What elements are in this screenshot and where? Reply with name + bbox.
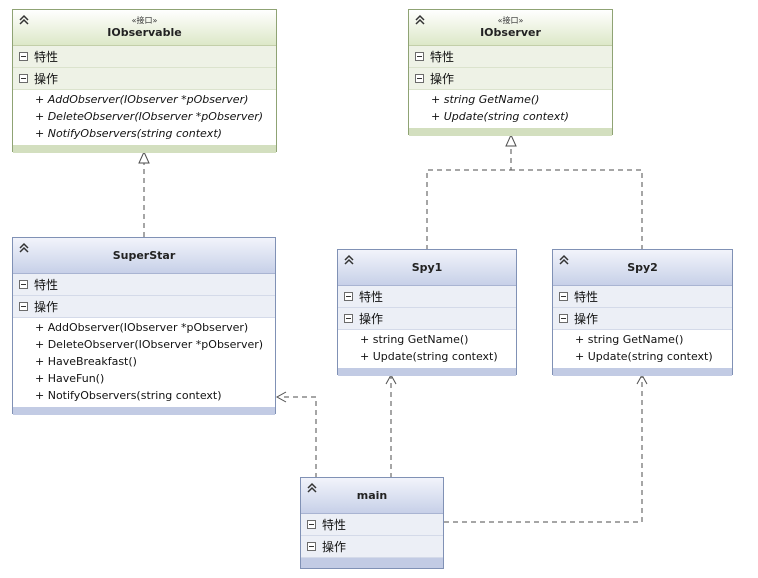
class-name: SuperStar bbox=[112, 248, 176, 262]
class-footer bbox=[553, 368, 732, 376]
operations-section[interactable]: 操作 bbox=[13, 68, 276, 90]
operation-item[interactable]: + HaveFun() bbox=[35, 372, 105, 385]
section-label: 操作 bbox=[359, 312, 384, 326]
section-label: 特性 bbox=[359, 290, 384, 304]
minus-box-icon[interactable] bbox=[344, 292, 353, 301]
dependency-arrowhead-superstar bbox=[275, 391, 287, 403]
minus-box-icon[interactable] bbox=[559, 292, 568, 301]
class-header: «接口» IObserver bbox=[409, 10, 612, 46]
operation-item[interactable]: + Update(string context) bbox=[431, 110, 569, 123]
class-header: SuperStar bbox=[13, 238, 275, 274]
operation-item[interactable]: + NotifyObservers(string context) bbox=[35, 127, 222, 140]
class-name: IObservable bbox=[107, 25, 182, 39]
operations-section[interactable]: 操作 bbox=[13, 296, 275, 318]
operation-item[interactable]: + string GetName() bbox=[431, 93, 540, 106]
minus-box-icon[interactable] bbox=[307, 520, 316, 529]
class-name: Spy2 bbox=[627, 260, 658, 274]
class-footer bbox=[338, 368, 516, 376]
class-name: IObserver bbox=[480, 25, 541, 39]
operations-section[interactable]: 操作 bbox=[338, 308, 516, 330]
operation-item[interactable]: + Update(string context) bbox=[360, 350, 498, 363]
minus-box-icon[interactable] bbox=[307, 542, 316, 551]
dependency-main-superstar bbox=[280, 396, 317, 478]
minus-box-icon[interactable] bbox=[19, 302, 28, 311]
double-chevron-up-icon[interactable] bbox=[414, 14, 426, 26]
double-chevron-up-icon[interactable] bbox=[18, 14, 30, 26]
realization-spy1-iobserver bbox=[426, 146, 512, 250]
section-label: 操作 bbox=[322, 540, 347, 554]
section-label: 特性 bbox=[34, 50, 59, 64]
class-spy1[interactable]: Spy1 特性 操作 + string GetName() + Update(s… bbox=[337, 249, 517, 376]
class-superstar[interactable]: SuperStar 特性 操作 + AddObserver(IObserver … bbox=[12, 237, 276, 415]
realization-spy2-iobserver bbox=[511, 169, 643, 250]
realization-arrowhead-iobservable bbox=[138, 150, 150, 164]
minus-box-icon[interactable] bbox=[415, 74, 424, 83]
class-footer bbox=[13, 407, 275, 415]
operation-item[interactable]: + Update(string context) bbox=[575, 350, 713, 363]
operation-item[interactable]: + NotifyObservers(string context) bbox=[35, 389, 222, 402]
double-chevron-up-icon[interactable] bbox=[343, 254, 355, 266]
section-label: 特性 bbox=[34, 278, 59, 292]
operation-item[interactable]: + DeleteObserver(IObserver *pObserver) bbox=[35, 110, 264, 123]
section-label: 操作 bbox=[34, 300, 59, 314]
attributes-section[interactable]: 特性 bbox=[13, 46, 276, 68]
class-footer bbox=[301, 558, 443, 568]
minus-box-icon[interactable] bbox=[19, 52, 28, 61]
stereotype-label: «接口» bbox=[497, 15, 524, 25]
class-header: Spy1 bbox=[338, 250, 516, 286]
attributes-section[interactable]: 特性 bbox=[301, 514, 443, 536]
minus-box-icon[interactable] bbox=[344, 314, 353, 323]
operations-section[interactable]: 操作 bbox=[553, 308, 732, 330]
section-label: 操作 bbox=[430, 72, 455, 86]
class-header: Spy2 bbox=[553, 250, 732, 286]
operation-item[interactable]: + string GetName() bbox=[575, 333, 684, 346]
class-footer bbox=[409, 128, 612, 136]
class-spy2[interactable]: Spy2 特性 操作 + string GetName() + Update(s… bbox=[552, 249, 733, 376]
operation-item[interactable]: + HaveBreakfast() bbox=[35, 355, 137, 368]
class-iobserver[interactable]: «接口» IObserver 特性 操作 + string GetName() … bbox=[408, 9, 613, 136]
class-name: main bbox=[356, 488, 388, 502]
attributes-section[interactable]: 特性 bbox=[553, 286, 732, 308]
class-name: Spy1 bbox=[411, 260, 443, 274]
section-label: 操作 bbox=[574, 312, 599, 326]
double-chevron-up-icon[interactable] bbox=[306, 482, 318, 494]
minus-box-icon[interactable] bbox=[415, 52, 424, 61]
operation-item[interactable]: + DeleteObserver(IObserver *pObserver) bbox=[35, 338, 264, 351]
section-label: 特性 bbox=[574, 290, 599, 304]
class-header: main bbox=[301, 478, 443, 514]
dependency-main-spy2 bbox=[444, 377, 643, 523]
class-footer bbox=[13, 145, 276, 153]
class-header: «接口» IObservable bbox=[13, 10, 276, 46]
operations-section[interactable]: 操作 bbox=[409, 68, 612, 90]
operation-item[interactable]: + AddObserver(IObserver *pObserver) bbox=[35, 93, 249, 106]
section-label: 操作 bbox=[34, 72, 59, 86]
operation-item[interactable]: + AddObserver(IObserver *pObserver) bbox=[35, 321, 249, 334]
stereotype-label: «接口» bbox=[131, 15, 158, 25]
realization-arrowhead-iobserver bbox=[505, 133, 517, 147]
dependency-arrowhead-spy1 bbox=[385, 373, 397, 385]
section-label: 特性 bbox=[430, 50, 455, 64]
section-label: 特性 bbox=[322, 518, 347, 532]
attributes-section[interactable]: 特性 bbox=[13, 274, 275, 296]
minus-box-icon[interactable] bbox=[559, 314, 568, 323]
double-chevron-up-icon[interactable] bbox=[558, 254, 570, 266]
class-main[interactable]: main 特性 操作 bbox=[300, 477, 444, 569]
class-iobservable[interactable]: «接口» IObservable 特性 操作 + AddObserver(IOb… bbox=[12, 9, 277, 153]
double-chevron-up-icon[interactable] bbox=[18, 242, 30, 254]
minus-box-icon[interactable] bbox=[19, 280, 28, 289]
attributes-section[interactable]: 特性 bbox=[409, 46, 612, 68]
minus-box-icon[interactable] bbox=[19, 74, 28, 83]
attributes-section[interactable]: 特性 bbox=[338, 286, 516, 308]
operations-section[interactable]: 操作 bbox=[301, 536, 443, 558]
operation-item[interactable]: + string GetName() bbox=[360, 333, 469, 346]
